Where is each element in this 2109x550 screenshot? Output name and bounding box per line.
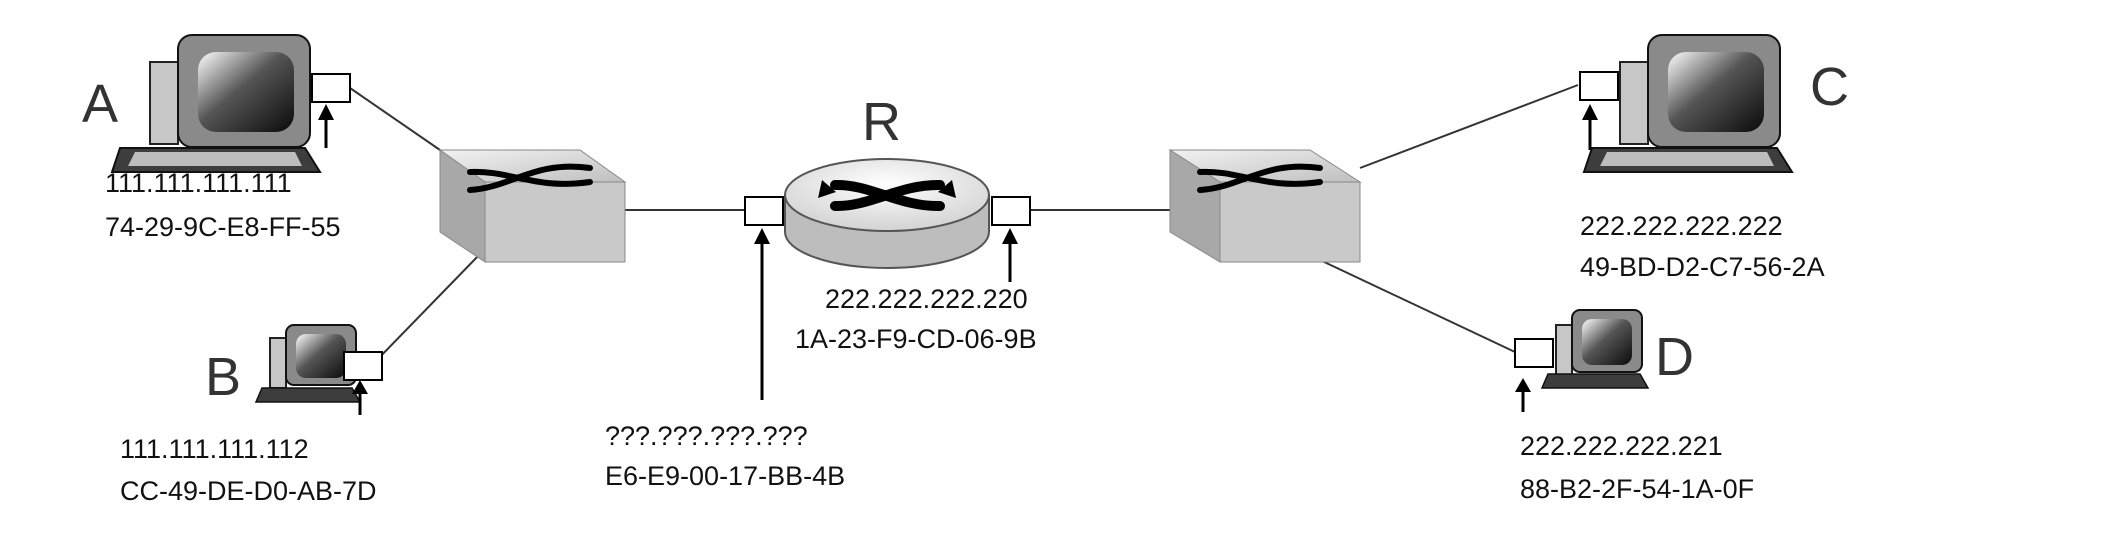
router-left-mac: E6-E9-00-17-BB-4B	[605, 461, 845, 491]
host-a-name: A	[82, 74, 118, 134]
host-a-mac: 74-29-9C-E8-FF-55	[105, 212, 341, 242]
desktop-computer-icon	[1540, 309, 1650, 389]
network-adapter-icon	[1514, 338, 1554, 368]
link-switch-c	[1359, 84, 1579, 169]
router-right-mac: 1A-23-F9-CD-06-9B	[795, 324, 1037, 354]
link-b-switch	[374, 253, 481, 363]
host-d: D 222.222.222.221 88-B2-2F-54-1A-0F	[1514, 309, 1754, 504]
arrow-icon	[1002, 228, 1018, 282]
host-d-name: D	[1655, 327, 1694, 387]
host-b: B 111.111.111.112 CC-49-DE-D0-AB-7D	[120, 324, 383, 506]
host-d-mac: 88-B2-2F-54-1A-0F	[1520, 474, 1754, 504]
router-left-interface: ???.???.???.??? E6-E9-00-17-BB-4B	[605, 228, 845, 491]
router-left-ip: ???.???.???.???	[605, 421, 808, 451]
arrow-icon	[1515, 378, 1531, 412]
host-b-name: B	[205, 347, 241, 407]
switch-left	[438, 149, 627, 263]
switch-icon	[1197, 163, 1323, 193]
network-adapter-icon	[311, 73, 351, 103]
arrow-icon	[1582, 104, 1598, 150]
desktop-computer-icon	[1582, 34, 1794, 173]
host-d-ip: 222.222.222.221	[1520, 431, 1723, 461]
host-c-name: C	[1810, 57, 1849, 117]
link-a-switch	[349, 87, 441, 151]
arrow-icon	[352, 380, 368, 415]
host-c-ip: 222.222.222.222	[1580, 211, 1783, 241]
router-right-interface: 222.222.222.220 1A-23-F9-CD-06-9B	[795, 228, 1037, 354]
network-adapter-icon	[343, 351, 383, 381]
arrow-icon	[318, 104, 334, 148]
host-b-mac: CC-49-DE-D0-AB-7D	[120, 476, 377, 506]
host-a-ip: 111.111.111.111	[105, 168, 292, 198]
router-name: R	[862, 92, 901, 152]
switch-right	[1168, 149, 1362, 263]
arrow-icon	[754, 228, 770, 400]
network-adapter-icon	[1579, 71, 1619, 101]
host-c: C 222.222.222.222 49-BD-D2-C7-56-2A	[1579, 34, 1849, 282]
network-adapter-icon	[744, 196, 784, 226]
desktop-computer-icon	[110, 34, 322, 173]
link-switch-d	[1319, 259, 1516, 353]
host-c-mac: 49-BD-D2-C7-56-2A	[1580, 252, 1825, 282]
network-adapter-icon	[991, 196, 1031, 226]
router-right-ip: 222.222.222.220	[825, 284, 1028, 314]
router: R	[784, 92, 990, 269]
host-a: A 111.111.111.111 74-29-9C-E8-FF-55	[82, 34, 351, 242]
host-b-ip: 111.111.111.112	[120, 434, 309, 464]
router-icon	[830, 179, 945, 212]
switch-icon	[467, 163, 593, 193]
